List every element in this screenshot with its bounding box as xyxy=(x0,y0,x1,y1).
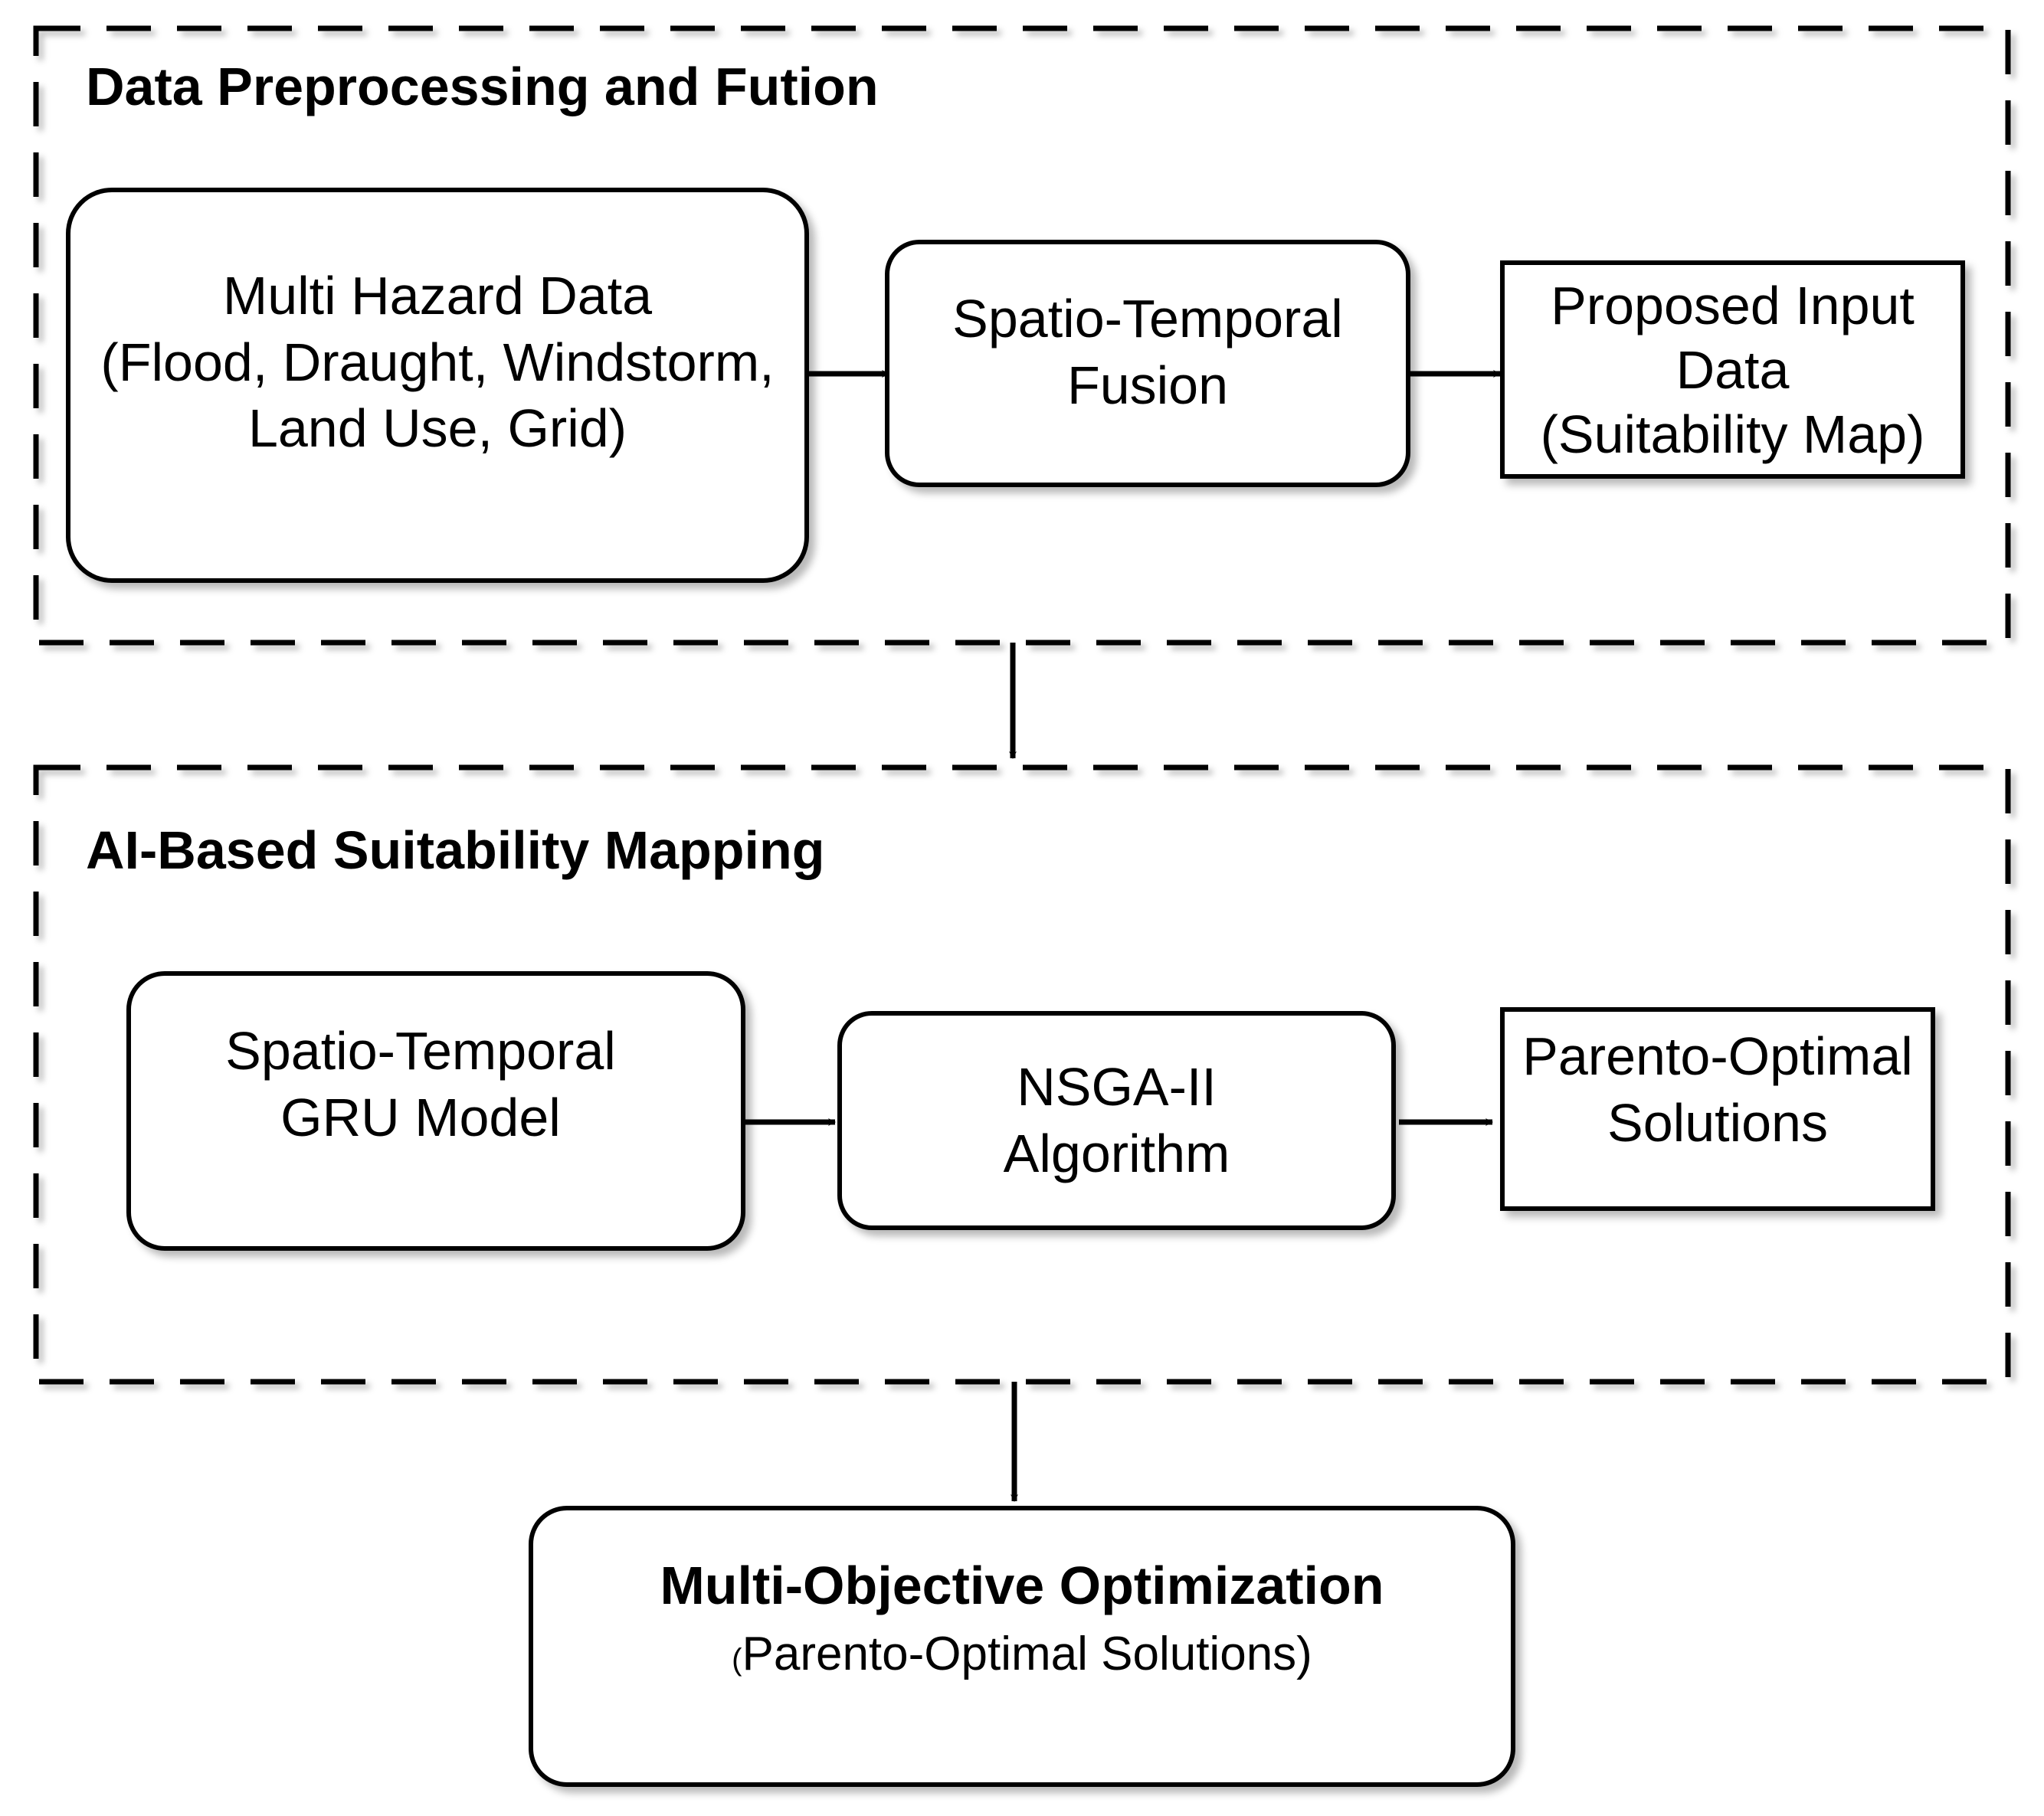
fusion-line-1: Spatio-Temporal xyxy=(952,288,1343,348)
multi-hazard-line-2: (Flood, Draught, Windstorm, xyxy=(100,332,775,392)
moo-subtitle-text: Parento-Optimal Solutions) xyxy=(742,1627,1312,1680)
nsga-line-2: Algorithm xyxy=(1003,1124,1230,1183)
proposed-input-line-1: Proposed Input xyxy=(1551,275,1915,335)
parento-optimal-solutions-node: Parento-Optimal Solutions xyxy=(1500,1007,1935,1211)
moo-title: Multi-Objective Optimization xyxy=(660,1556,1384,1615)
parento-line-1: Parento-Optimal xyxy=(1522,1026,1913,1087)
nsga-algorithm-node: NSGA-II Algorithm xyxy=(837,1011,1396,1230)
preprocessing-group-border xyxy=(33,25,2011,646)
proposed-input-line-3: (Suitability Map) xyxy=(1540,404,1925,464)
nsga-line-1: NSGA-II xyxy=(1017,1057,1217,1117)
proposed-input-line-2: Data xyxy=(1675,339,1790,400)
moo-subtitle: (Parento-Optimal Solutions) xyxy=(732,1625,1312,1684)
multi-hazard-line-3: Land Use, Grid) xyxy=(247,398,627,459)
multi-hazard-line-1: Multi Hazard Data xyxy=(222,265,653,326)
fusion-line-2: Fusion xyxy=(1066,355,1229,415)
multi-objective-optimization-node: Multi-Objective Optimization (Parento-Op… xyxy=(529,1506,1515,1787)
edges xyxy=(745,370,1501,1502)
ai-mapping-group-border xyxy=(33,764,2011,1385)
gru-line-2: GRU Model xyxy=(280,1087,561,1147)
spatio-temporal-fusion-node: Spatio-Temporal Fusion xyxy=(885,240,1410,487)
moo-subtitle-open-paren: ( xyxy=(732,1642,742,1677)
parento-line-2: Solutions xyxy=(1607,1093,1828,1153)
gru-model-node: Spatio-Temporal GRU Model xyxy=(126,971,745,1251)
multi-hazard-data-node: Multi Hazard Data (Flood, Draught, Winds… xyxy=(66,188,809,583)
gru-line-1: Spatio-Temporal xyxy=(225,1020,616,1081)
preprocessing-group-title: Data Preprocessing and Fution xyxy=(86,57,879,116)
ai-mapping-group-title: AI-Based Suitability Mapping xyxy=(86,820,825,880)
proposed-input-data-node: Proposed Input Data (Suitability Map) xyxy=(1500,260,1965,479)
